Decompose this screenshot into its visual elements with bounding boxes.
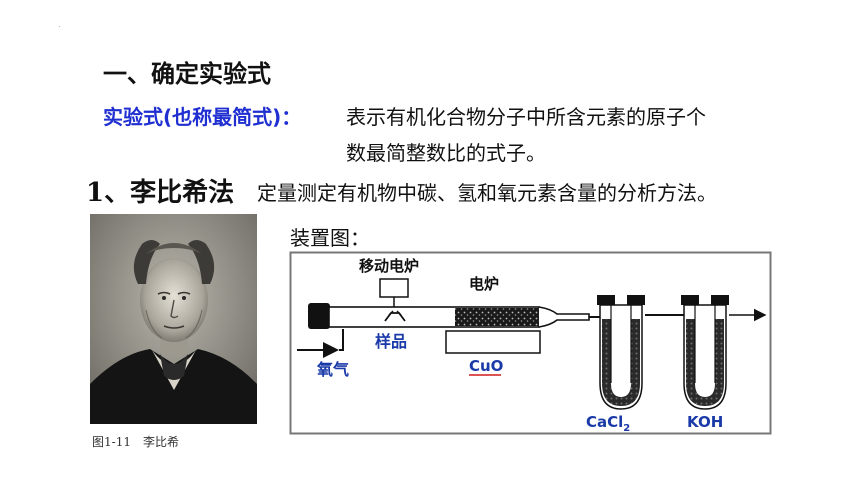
definition-text-line-2: 数最简整数比的式子。	[346, 141, 546, 165]
u-tube-cacl2	[597, 295, 645, 410]
apparatus-title: 装置图：	[290, 226, 370, 250]
label-furnace: 电炉	[469, 275, 499, 293]
label-oxygen: 氧气	[316, 360, 349, 379]
label-movable-furnace: 移动电炉	[359, 257, 419, 275]
portrait-caption: 图1-11 李比希	[92, 435, 179, 449]
label-cuo: CuO	[469, 357, 503, 375]
apparatus-diagram: 移动电炉 电炉 样品 氧气 CuO CaCl2 KOH	[289, 251, 772, 435]
definition-text-line-1: 表示有机化合物分子中所含元素的原子个	[346, 105, 706, 129]
label-cacl2: CaCl2	[586, 413, 630, 434]
method-description: 定量测定有机物中碳、氢和氧元素含量的分析方法。	[257, 181, 717, 205]
label-sample: 样品	[375, 332, 407, 351]
rubber-stopper	[308, 303, 330, 329]
u-tube-koh	[681, 295, 729, 410]
label-koh: KOH	[687, 413, 723, 431]
section-heading: 一、确定实验式	[103, 60, 271, 88]
movable-furnace	[379, 278, 409, 298]
electric-furnace	[445, 330, 541, 354]
method-label: 1、李比希法	[86, 178, 235, 208]
decorative-dot: .	[58, 20, 61, 29]
cuo-packing	[455, 308, 539, 326]
liebig-portrait	[90, 214, 257, 424]
sample-boat	[384, 312, 406, 322]
definition-term: 实验式(也称最简式)：	[103, 105, 302, 129]
